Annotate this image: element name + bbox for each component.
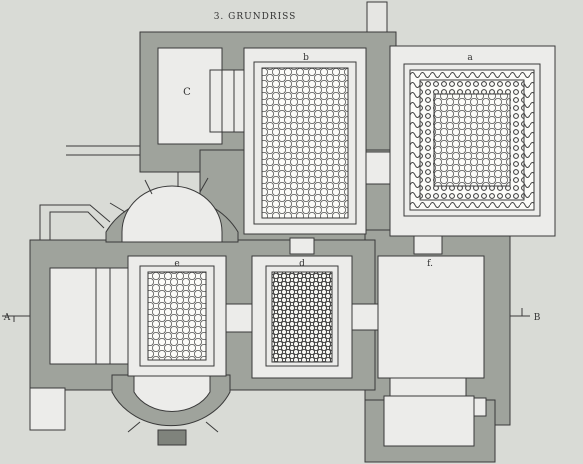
room-d: d [251, 255, 353, 379]
room-label-d: d [299, 259, 305, 269]
doorway-a-f [413, 235, 443, 255]
mosaic-e [147, 271, 207, 361]
doorway-b-d [289, 237, 315, 255]
room-label-c: C [183, 87, 191, 98]
section-label-left: A [3, 313, 11, 323]
room-label-a: a [467, 53, 473, 63]
section-marker-b: B [510, 308, 541, 323]
south-apse [111, 374, 231, 446]
section-label-right: B [534, 313, 541, 323]
room-f: f. [377, 255, 485, 397]
room-label-e: e [174, 259, 179, 269]
chimney [366, 1, 388, 35]
room-a: a [389, 45, 556, 237]
room-e: e [127, 255, 227, 377]
plate-title: 3. GRUNDRISS [214, 12, 297, 22]
room-southeast [383, 395, 487, 447]
north-apse [105, 172, 239, 243]
section-marker-a: A [2, 313, 30, 323]
doorway-d-f [351, 303, 379, 331]
west-outline [29, 145, 140, 431]
mosaic-a [433, 93, 511, 187]
mosaic-d [271, 271, 333, 363]
room-label-f: f. [427, 259, 433, 269]
room-west [49, 267, 131, 365]
mosaic-b [261, 67, 349, 219]
room-b: b [243, 47, 367, 235]
room-c: C [157, 47, 247, 145]
doorway-e-d [225, 303, 253, 333]
room-label-b: b [303, 53, 309, 63]
doorway-b-a [365, 151, 391, 185]
